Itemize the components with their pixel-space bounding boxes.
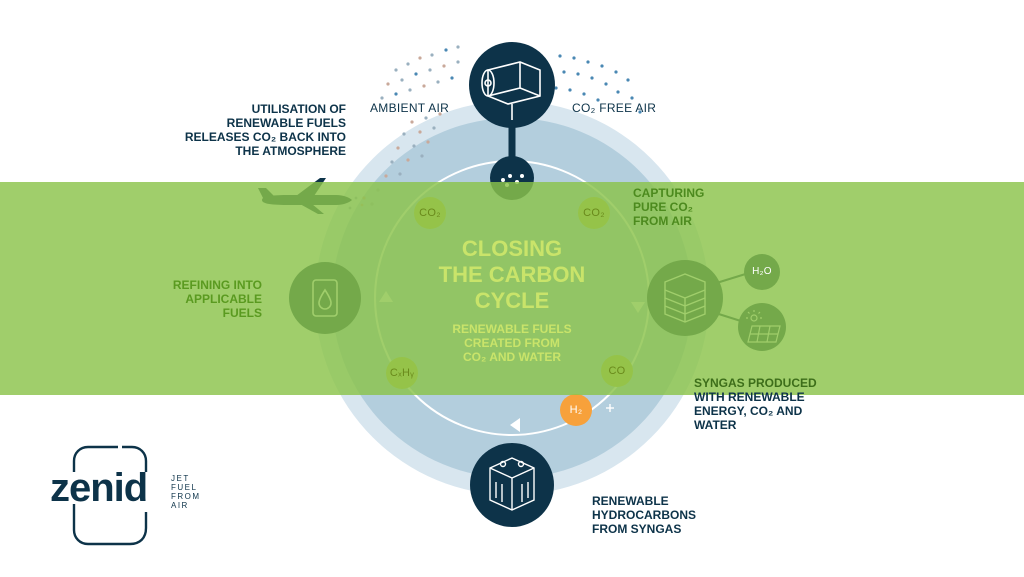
syngas-line-2: WITH RENEWABLE: [694, 390, 805, 404]
refining-label: REFINING INTO APPLICABLE FUELS: [140, 278, 262, 320]
utilisation-label: UTILISATION OF RENEWABLE FUELS RELEASES …: [160, 102, 346, 158]
capturing-line-1: CAPTURING: [633, 186, 705, 200]
zenid-logo-frame: [72, 445, 148, 546]
water-node-label: H₂O: [752, 266, 772, 277]
utilisation-line-1: UTILISATION OF: [251, 102, 346, 116]
green-highlight-band: [0, 182, 1024, 395]
refining-line-1: REFINING INTO: [172, 278, 262, 292]
subtitle-line-1: RENEWABLE FUELS: [452, 322, 572, 336]
hydrocarbons-label: RENEWABLE HYDROCARBONS FROM SYNGAS: [592, 494, 696, 536]
subtitle-line-2: CREATED FROM: [464, 336, 560, 350]
diagram-title: CLOSING THE CARBON CYCLE: [412, 236, 612, 314]
utilisation-line-4: THE ATMOSPHERE: [235, 144, 346, 158]
co-bubble-label: CO: [608, 365, 626, 377]
zenid-logo-tagline: JET FUEL FROM AIR: [171, 474, 201, 510]
h2-bubble-label: H₂: [569, 404, 583, 416]
air-capture-fan-icon: [481, 61, 541, 120]
capturing-line-3: FROM AIR: [633, 214, 692, 228]
tagline-line-4: AIR: [171, 501, 189, 510]
title-line-3: CYCLE: [474, 288, 550, 313]
utilisation-line-2: RENEWABLE FUELS: [226, 116, 346, 130]
capturing-label: CAPTURING PURE CO₂ FROM AIR: [633, 186, 704, 228]
co2-bubble-left-label: CO₂: [419, 207, 441, 219]
co2-free-air-label: CO₂ FREE AIR: [572, 101, 657, 115]
air-capture-node: [469, 42, 555, 128]
hydrocarbons-line-2: HYDROCARBONS: [592, 508, 697, 522]
title-line-2: THE CARBON: [438, 262, 586, 287]
co2-free-air-particles: [554, 54, 642, 114]
capturing-line-2: PURE CO₂: [633, 200, 694, 214]
tagline-line-3: FROM: [171, 492, 201, 501]
diagram-subtitle: RENEWABLE FUELS CREATED FROM CO₂ AND WAT…: [432, 322, 592, 364]
co2-bubble-right-label: CO₂: [583, 207, 605, 219]
syngas-line-3: ENERGY, CO₂ AND: [694, 404, 803, 418]
hydrocarbons-line-3: FROM SYNGAS: [592, 522, 682, 536]
title-line-1: CLOSING: [461, 236, 563, 261]
syngas-label: SYNGAS PRODUCED WITH RENEWABLE ENERGY, C…: [694, 376, 817, 432]
hydrocarbons-line-1: RENEWABLE: [592, 494, 669, 508]
cycle-arrow-bottom: [510, 418, 520, 432]
syngas-line-1: SYNGAS PRODUCED: [694, 376, 817, 390]
refining-line-3: FUELS: [222, 306, 262, 320]
syngas-line-4: WATER: [694, 418, 737, 432]
reactor-icon: [489, 457, 535, 511]
zenid-logo-wordmark: zenid: [50, 466, 148, 510]
refining-line-2: APPLICABLE: [185, 292, 262, 306]
tagline-line-2: FUEL: [171, 483, 198, 492]
h2-bubble: [560, 394, 592, 426]
subtitle-line-3: CO₂ AND WATER: [463, 350, 561, 364]
cxhy-bubble-label: CₓHᵧ: [389, 367, 415, 379]
ambient-air-label: AMBIENT AIR: [370, 101, 450, 115]
sparkle-icon: [606, 404, 614, 412]
utilisation-line-3: RELEASES CO₂ BACK INTO: [184, 130, 346, 144]
tagline-line-1: JET: [171, 474, 190, 483]
